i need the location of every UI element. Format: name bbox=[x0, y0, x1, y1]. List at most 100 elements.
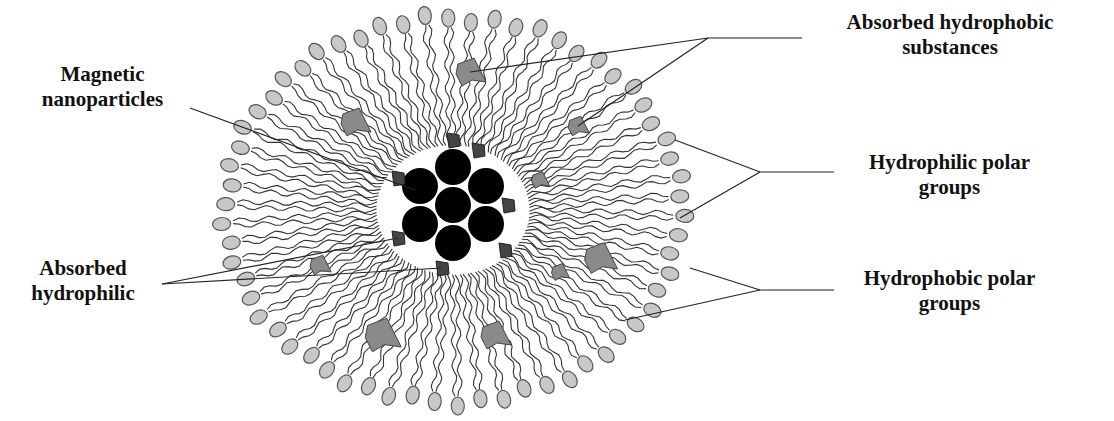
hydrophobic-tail bbox=[464, 29, 492, 147]
hydrophilic-head bbox=[656, 130, 677, 148]
hydrophilic-head bbox=[212, 217, 231, 231]
hydrophilic-head bbox=[442, 9, 455, 27]
hydrophilic-substance bbox=[472, 143, 485, 158]
hydrophilic-head bbox=[640, 114, 662, 133]
magnetic-nanoparticle bbox=[435, 225, 471, 261]
hydrophilic-head bbox=[267, 319, 289, 340]
leader-line bbox=[578, 38, 708, 126]
hydrophobic-tail bbox=[501, 67, 591, 159]
hydrophobic-tail bbox=[478, 271, 521, 379]
callout-label: Hydrophobic polar groups bbox=[842, 266, 1057, 316]
hydrophobic-tail bbox=[415, 274, 442, 386]
hydrophobic-tail bbox=[233, 211, 377, 221]
hydrophobic-substance bbox=[552, 264, 570, 281]
hydrophobic-tail bbox=[476, 272, 519, 380]
hydrophilic-head bbox=[316, 359, 337, 381]
magnetic-nanoparticle bbox=[468, 168, 504, 204]
hydrophilic-head bbox=[566, 42, 587, 64]
hydrophilic-head bbox=[292, 57, 314, 79]
leader-line bbox=[675, 140, 834, 172]
hydrophobic-tail bbox=[507, 83, 605, 164]
hydrophobic-substance bbox=[532, 172, 550, 189]
hydrophobic-tail bbox=[530, 199, 669, 209]
hydrophilic-substance bbox=[499, 243, 512, 258]
hydrophilic-head bbox=[632, 95, 654, 115]
hydrophilic-head bbox=[395, 14, 412, 35]
hydrophilic-head bbox=[451, 397, 464, 415]
hydrophilic-head bbox=[660, 265, 681, 283]
hydrophilic-head bbox=[328, 33, 349, 55]
hydrophobic-tail bbox=[490, 267, 562, 372]
hydrophilic-head bbox=[602, 65, 624, 87]
hydrophobic-tail bbox=[529, 181, 671, 201]
hydrophobic-substance bbox=[585, 243, 618, 274]
hydrophilic-head bbox=[221, 235, 241, 250]
hydrophobic-tail bbox=[383, 35, 428, 148]
head-group bbox=[212, 6, 694, 416]
hydrophilic-head bbox=[670, 189, 689, 203]
hydrophilic-head bbox=[464, 13, 479, 32]
leader-line bbox=[162, 268, 442, 284]
hydrophilic-head bbox=[279, 336, 301, 358]
hydrophilic-head bbox=[486, 9, 503, 29]
hydrophilic-head bbox=[263, 88, 285, 109]
hydrophilic-head bbox=[659, 150, 680, 167]
hydrophilic-head bbox=[404, 385, 421, 405]
hydrophobic-tail bbox=[450, 275, 456, 397]
hydrophilic-head bbox=[646, 281, 668, 300]
hydrophobic-tail bbox=[460, 275, 477, 390]
hydrophobic-tail bbox=[242, 222, 377, 244]
hydrophilic-head bbox=[359, 375, 379, 397]
hydrophobic-tail bbox=[492, 266, 564, 371]
hydrophilic-head bbox=[575, 353, 597, 375]
leader-lines bbox=[162, 38, 834, 320]
hydrophilic-head bbox=[607, 326, 629, 347]
hydrophobic-tail bbox=[368, 46, 423, 150]
hydrophilic-head bbox=[672, 169, 692, 184]
core-group bbox=[392, 133, 515, 276]
hydrophobic-tail bbox=[243, 187, 377, 205]
hydrophobic-tail bbox=[346, 51, 416, 153]
hydrophobic-tail bbox=[521, 128, 641, 180]
hydrophobic-tail bbox=[503, 70, 593, 162]
hydrophobic-tail bbox=[350, 268, 417, 375]
hydrophobic-tail bbox=[325, 58, 409, 157]
hydrophilic-head bbox=[495, 389, 512, 410]
callout-label: Absorbed hydrophobic substances bbox=[810, 10, 1090, 60]
hydrophilic-head bbox=[219, 157, 239, 173]
magnetic-nanoparticle bbox=[435, 187, 471, 223]
magnetic-nanoparticle bbox=[402, 206, 438, 242]
hydrophobic-tail bbox=[523, 236, 647, 286]
leader-line bbox=[690, 268, 834, 290]
hydrophilic-head bbox=[530, 17, 550, 39]
hydrophobic-substance bbox=[310, 255, 331, 275]
leader-line bbox=[680, 172, 760, 218]
absorbed-group bbox=[310, 58, 617, 352]
hydrophilic-head bbox=[223, 178, 242, 193]
hydrophilic-head bbox=[515, 378, 534, 400]
hydrophobic-tail bbox=[312, 74, 403, 161]
hydrophobic-tail bbox=[261, 240, 385, 294]
tail-group bbox=[233, 25, 673, 396]
hydrophilic-head bbox=[301, 344, 323, 366]
hydrophobic-substance bbox=[341, 108, 371, 136]
hydrophilic-head bbox=[507, 17, 525, 38]
hydrophilic-head bbox=[217, 197, 235, 210]
hydrophobic-tail bbox=[473, 37, 513, 148]
hydrophobic-tail bbox=[424, 25, 444, 146]
hydrophilic-head bbox=[370, 15, 389, 37]
hydrophilic-head bbox=[380, 386, 398, 407]
hydrophobic-tail bbox=[431, 274, 446, 391]
leader-line bbox=[625, 290, 760, 320]
hydrophobic-tail bbox=[514, 95, 626, 171]
hydrophilic-head bbox=[334, 372, 355, 394]
hydrophobic-substance bbox=[481, 321, 511, 349]
hydrophilic-head bbox=[473, 389, 488, 409]
hydrophilic-head bbox=[247, 102, 269, 122]
hydrophobic-tail bbox=[519, 243, 643, 305]
hydrophobic-tail bbox=[293, 84, 397, 165]
hydrophobic-tail bbox=[463, 274, 482, 389]
callout-label: Absorbed hydrophilic bbox=[8, 256, 158, 306]
